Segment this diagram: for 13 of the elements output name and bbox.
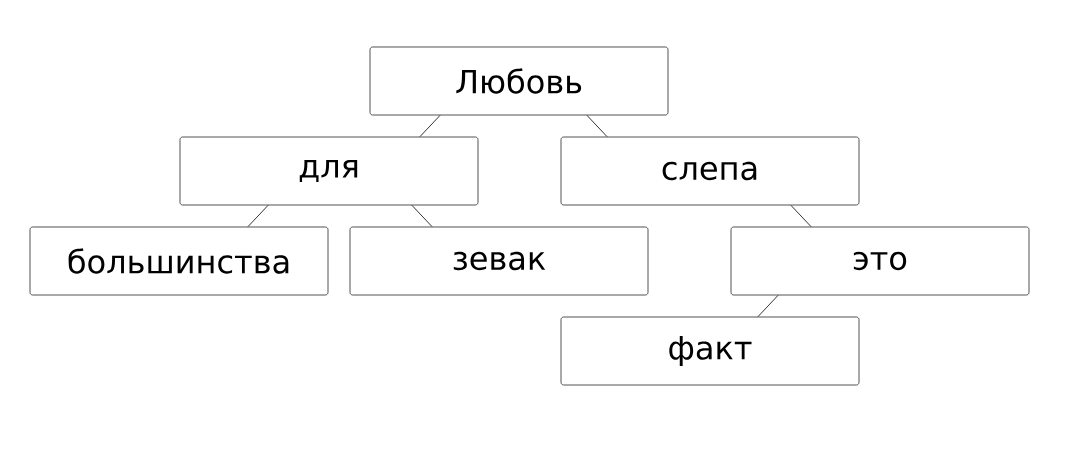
connector-line (757, 295, 779, 317)
connector-line (411, 205, 433, 227)
connector-line (790, 205, 812, 227)
text-box: для (179, 136, 479, 206)
text-box: Любовь (369, 46, 669, 116)
text-box: большинства (29, 226, 329, 296)
connector-line (247, 205, 269, 227)
text-box: зевак (349, 226, 649, 296)
connector-line (586, 115, 608, 137)
text-box: это (730, 226, 1030, 296)
connector-line (419, 115, 441, 137)
text-box: факт (560, 316, 860, 386)
text-box: слепа (560, 136, 860, 206)
